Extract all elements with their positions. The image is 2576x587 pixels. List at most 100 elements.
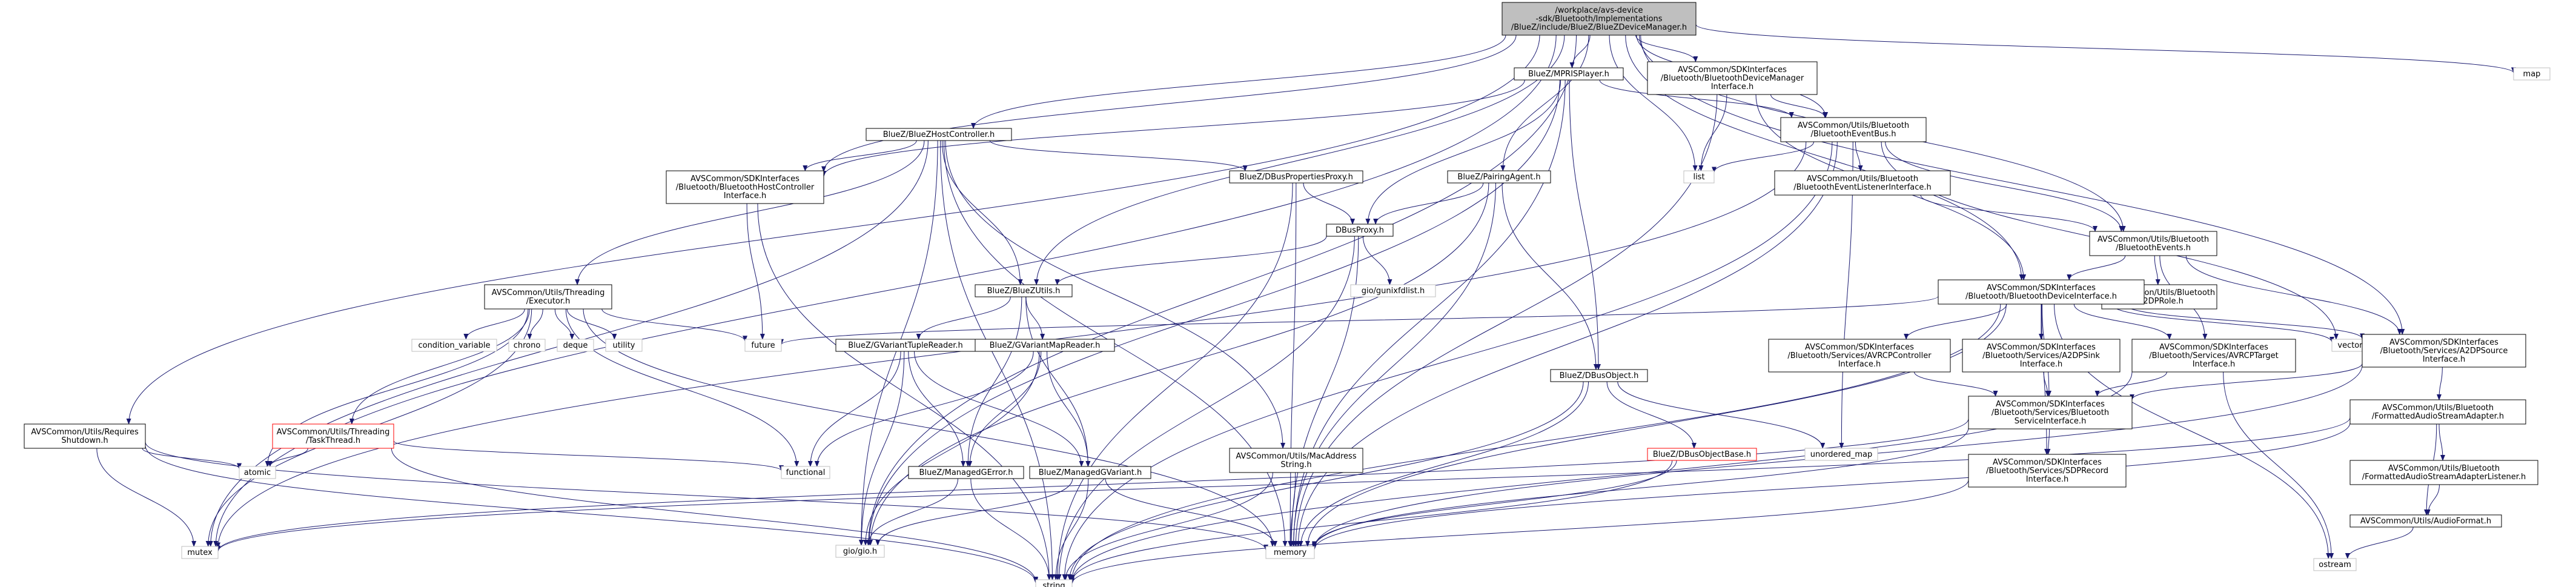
node-dbus-object[interactable]: BlueZ/DBusObject.h	[1550, 369, 1648, 382]
edge-managed_gvariant-to-string	[1053, 478, 1089, 580]
node-box	[508, 339, 546, 352]
node-sdk-host-controller[interactable]: AVSCommon/SDKInterfaces/Bluetooth/Blueto…	[666, 170, 824, 204]
node-gvariant-map-reader[interactable]: BlueZ/GVariantMapReader.h	[975, 339, 1115, 352]
node-label-line: BlueZ/DBusPropertiesProxy.h	[1239, 173, 1353, 182]
node-box	[1550, 369, 1648, 382]
node-managed-gvariant[interactable]: BlueZ/ManagedGVariant.h	[1029, 466, 1151, 479]
edge-dbus_properties_proxy-to-memory	[1288, 182, 1297, 547]
node-label-line: gio/gio.h	[843, 547, 877, 556]
node-box	[1647, 61, 1818, 95]
node-label-line: BlueZ/DBusObjectBase.h	[1653, 450, 1751, 459]
edge-executor-to-chrono	[527, 308, 543, 340]
edge-event_bus-to-string	[1062, 141, 1833, 580]
node-label-line: AVSCommon/Utils/Bluetooth	[1798, 121, 1909, 130]
node-bt-service[interactable]: AVSCommon/SDKInterfaces/Bluetooth/Servic…	[1968, 396, 2133, 429]
node-label-line: deque	[563, 341, 588, 350]
node-managed-gerror[interactable]: BlueZ/ManagedGError.h	[908, 466, 1024, 479]
node-label-line: /BluetoothEventBus.h	[1810, 130, 1896, 139]
edge-gvariant_map_reader-to-functional	[814, 351, 1034, 467]
edge-executor-to-utility	[566, 308, 617, 340]
node-task-thread[interactable]: AVSCommon/Utils/Threading/TaskThread.h	[272, 423, 394, 449]
node-bluez-host-controller[interactable]: BlueZ/BlueZHostController.h	[866, 128, 1012, 141]
edge-dbus_proxy-to-bluez_utils	[1055, 236, 1327, 285]
node-label-line: utility	[613, 341, 635, 350]
node-formatted-listener[interactable]: AVSCommon/Utils/Bluetooth/FormattedAudio…	[2349, 460, 2538, 485]
node-box	[1326, 224, 1394, 237]
node-gunixfdlist: gio/gunixfdlist.h	[1350, 284, 1436, 297]
node-label-line: AVSCommon/Utils/Bluetooth	[2098, 235, 2209, 244]
node-executor[interactable]: AVSCommon/Utils/Threading/Executor.h	[484, 284, 612, 310]
edge-bluetooth_events-to-sdk_device	[2067, 255, 2126, 280]
node-label-line: list	[1693, 173, 1704, 182]
edge-task_thread-to-functional	[393, 440, 784, 471]
node-box	[1938, 279, 2145, 305]
node-event-bus[interactable]: AVSCommon/Utils/Bluetooth/BluetoothEvent…	[1780, 117, 1927, 142]
node-label-line: DBusProxy.h	[1336, 226, 1384, 235]
node-label-line: gio/gunixfdlist.h	[1362, 287, 1425, 296]
node-box	[2349, 399, 2526, 425]
node-sdk-device-manager[interactable]: AVSCommon/SDKInterfaces/Bluetooth/Blueto…	[1647, 61, 1818, 95]
node-ostream: ostream	[2313, 558, 2357, 571]
node-box	[1502, 2, 1697, 36]
edge-bluez_utils-to-gvariant_map_reader	[1025, 296, 1045, 340]
node-box	[1647, 448, 1757, 461]
edge-bt_service-to-memory	[1312, 427, 1969, 549]
node-a2dp-sink[interactable]: AVSCommon/SDKInterfaces/Bluetooth/Servic…	[1962, 339, 2121, 373]
node-chrono: chrono	[508, 339, 546, 352]
edge-bluetooth_events-to-a2dp_role	[2154, 255, 2160, 285]
node-box	[2089, 231, 2217, 256]
node-label-line: string	[1042, 582, 1065, 587]
node-label-line: /Bluetooth/Services/A2DPSource	[2380, 347, 2508, 356]
edge-root-to-gio	[866, 35, 1577, 546]
node-label-line: BlueZ/ManagedGError.h	[919, 468, 1013, 477]
node-label-line: AVSCommon/SDKInterfaces	[2159, 343, 2268, 352]
node-label-line: AVSCommon/Utils/Requires	[31, 428, 139, 437]
edge-gvariant_tuple_reader-to-managed_gvariant	[914, 351, 1084, 467]
node-sdk-device[interactable]: AVSCommon/SDKInterfaces/Bluetooth/Blueto…	[1938, 279, 2145, 305]
edge-bluez_utils-to-managed_gvariant	[1025, 296, 1091, 467]
edge-gvariant_tuple_reader-to-functional	[807, 351, 901, 467]
edge-sdk_device-to-avrcp_target	[2073, 303, 2172, 340]
node-dbus-object-base[interactable]: BlueZ/DBusObjectBase.h	[1647, 448, 1757, 461]
node-event-listener[interactable]: AVSCommon/Utils/Bluetooth/BluetoothEvent…	[1774, 170, 1951, 196]
edge-sdk_device-to-future	[779, 296, 1939, 345]
node-label-line: AVSCommon/SDKInterfaces	[1996, 400, 2105, 409]
node-box	[835, 545, 885, 558]
edge-dbus_object-to-dbus_object_base	[1606, 381, 1697, 449]
edge-root-to-bluez_host_controller	[971, 35, 1506, 129]
node-root[interactable]: /workplace/avs-device-sdk/Bluetooth/Impl…	[1502, 2, 1697, 36]
node-sdp-record[interactable]: AVSCommon/SDKInterfaces/Bluetooth/Servic…	[1968, 454, 2127, 488]
node-audio-format[interactable]: AVSCommon/Utils/AudioFormat.h	[2349, 514, 2502, 528]
node-label-line: /workplace/avs-device	[1555, 6, 1643, 15]
edge-bluez_utils-to-managed_gerror	[965, 296, 1022, 467]
node-dbus-proxy[interactable]: DBusProxy.h	[1326, 224, 1394, 237]
edge-executor-to-condition_variable	[463, 308, 525, 340]
node-label-line: ostream	[2319, 560, 2351, 569]
node-a2dp-source[interactable]: AVSCommon/SDKInterfaces/Bluetooth/Servic…	[2362, 334, 2526, 368]
node-string: string	[1035, 579, 1073, 587]
node-label-line: /Bluetooth/Services/SDPRecord	[1986, 466, 2108, 476]
node-avrcp-target[interactable]: AVSCommon/SDKInterfaces/Bluetooth/Servic…	[2131, 339, 2296, 373]
node-bluez-utils[interactable]: BlueZ/BlueZUtils.h	[975, 284, 1073, 297]
edge-requires_shutdown-to-mutex	[96, 448, 197, 547]
edge-root-to-sdk_device_manager	[1635, 35, 1698, 62]
node-bluetooth-events[interactable]: AVSCommon/Utils/Bluetooth/BluetoothEvent…	[2089, 231, 2217, 256]
node-mpris-player[interactable]: BlueZ/MPRISPlayer.h	[1514, 67, 1624, 81]
node-label-line: -sdk/Bluetooth/Implementations	[1535, 15, 1662, 24]
node-label-line: /Bluetooth/BluetoothDeviceInterface.h	[1965, 292, 2117, 301]
node-formatted-adapter[interactable]: AVSCommon/Utils/Bluetooth/FormattedAudio…	[2349, 399, 2526, 425]
node-future: future	[744, 339, 782, 352]
node-avrcp-controller[interactable]: AVSCommon/SDKInterfaces/Bluetooth/Servic…	[1768, 339, 1951, 373]
node-pairing-agent[interactable]: BlueZ/PairingAgent.h	[1447, 170, 1551, 184]
node-box	[2362, 334, 2526, 368]
edge-dbus_object_base-to-string	[1070, 460, 1673, 583]
edge-avrcp_target-to-ostream	[2223, 371, 2334, 559]
node-box	[1229, 448, 1363, 473]
edge-event_bus-to-memory	[1296, 141, 1838, 547]
node-dbus-properties-proxy[interactable]: BlueZ/DBusPropertiesProxy.h	[1229, 170, 1363, 184]
node-gvariant-tuple-reader[interactable]: BlueZ/GVariantTupleReader.h	[835, 339, 976, 352]
edge-gvariant_map_reader-to-managed_gerror	[967, 351, 1042, 467]
